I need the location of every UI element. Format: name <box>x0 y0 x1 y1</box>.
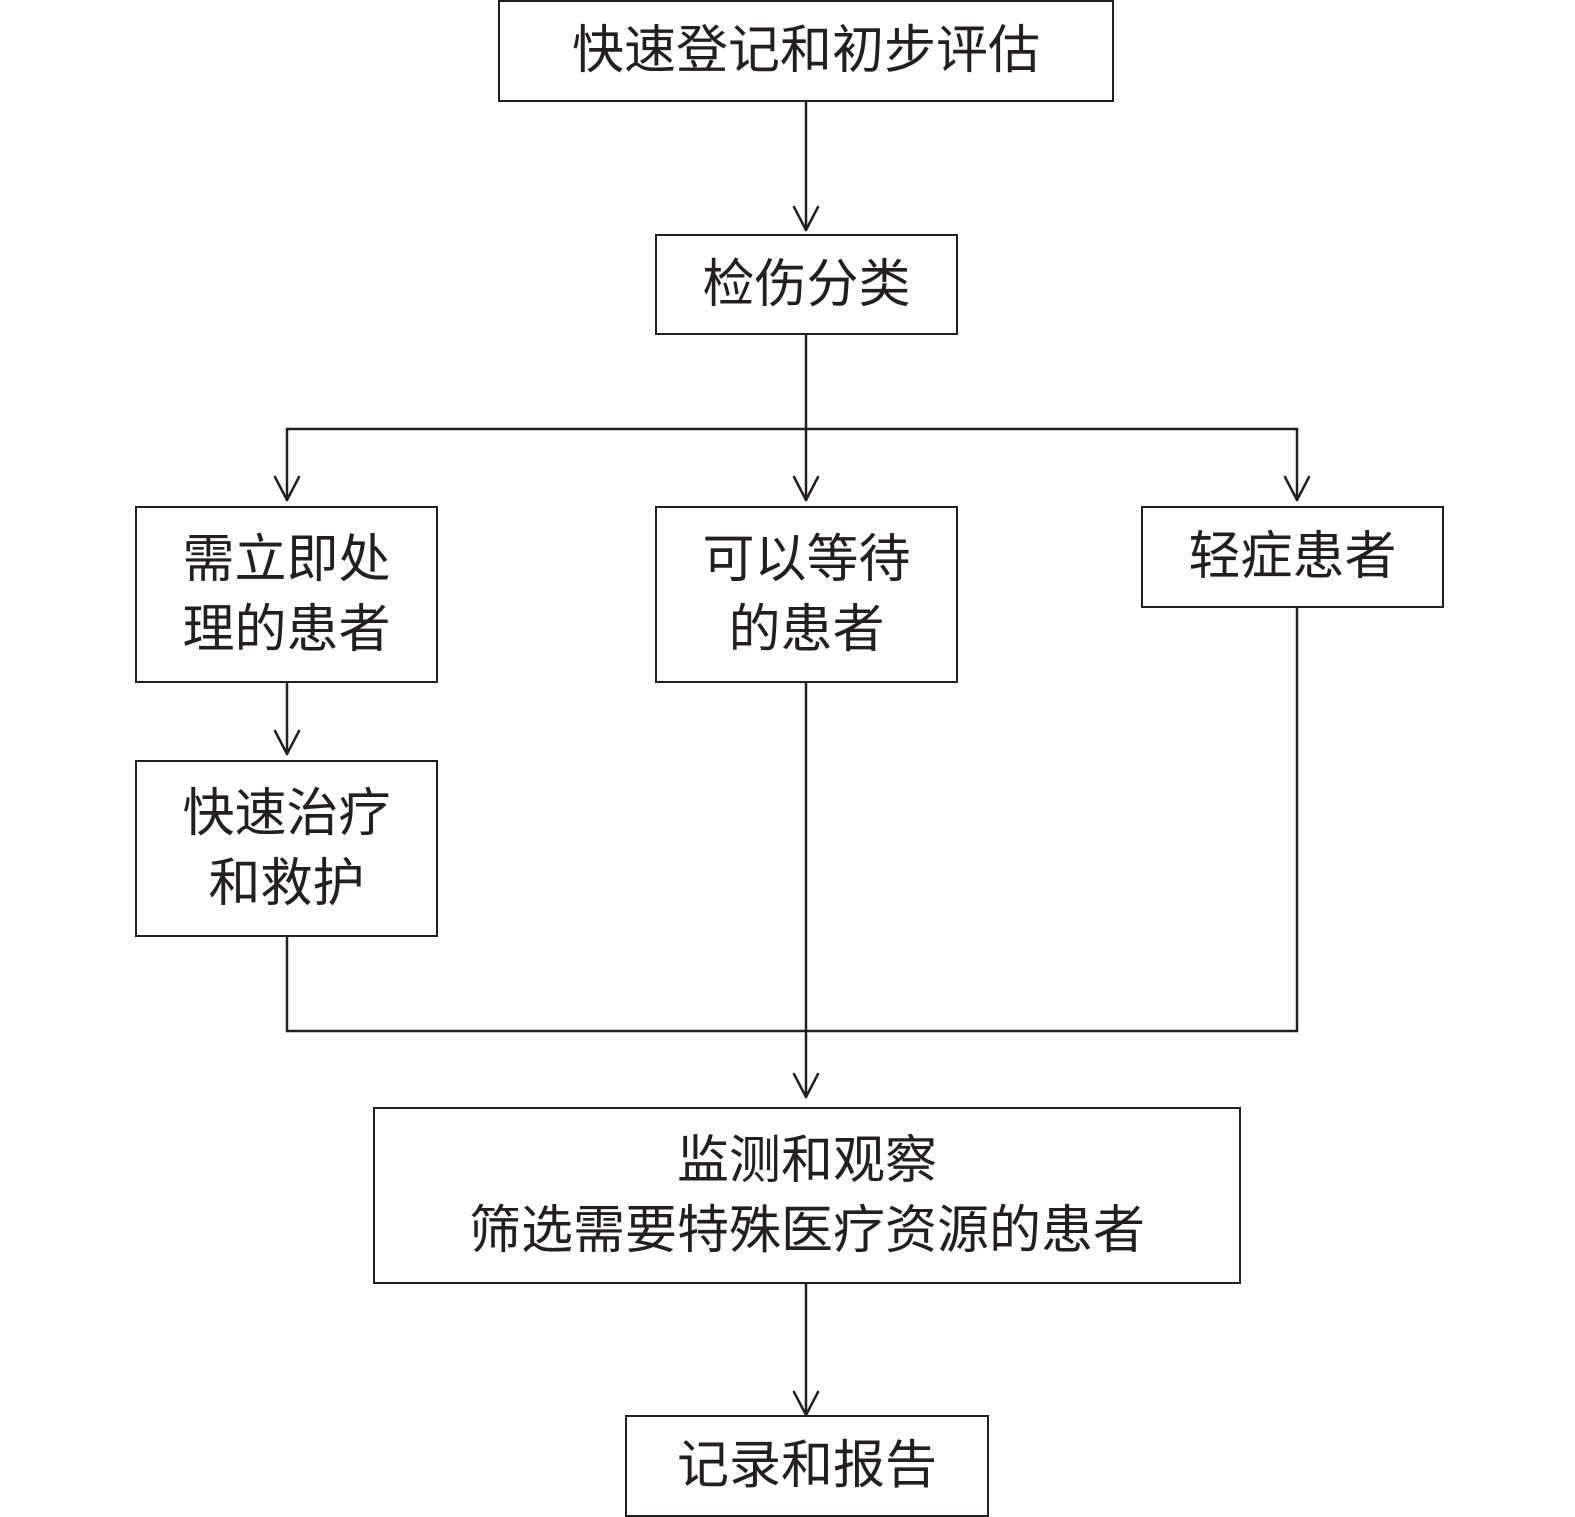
edge-triage-to-branches <box>285 331 1299 502</box>
edge-triage-to-minor <box>1283 427 1311 502</box>
edge-register-to-triage <box>792 99 820 232</box>
node-immediate: 需立即处 理的患者 <box>135 506 438 683</box>
node-wait-line-1: 可以等待 <box>702 529 911 590</box>
node-monitor-line-2: 筛选需要特殊医疗资源的患者 <box>468 1200 1145 1261</box>
edge-treat-to-merge <box>285 934 1299 1033</box>
node-register-line-1: 快速登记和初步评估 <box>571 21 1040 81</box>
node-wait: 可以等待 的患者 <box>655 506 958 683</box>
node-treat: 快速治疗 和救护 <box>135 760 438 937</box>
node-triage: 检伤分类 <box>655 234 958 335</box>
edge-immediate-to-treat <box>273 679 301 756</box>
node-wait-line-2: 的患者 <box>728 599 885 660</box>
node-monitor: 监测和观察 筛选需要特殊医疗资源的患者 <box>373 1107 1241 1284</box>
node-triage-line-1: 检伤分类 <box>702 254 911 315</box>
edge-wait-to-monitor <box>792 679 820 1099</box>
node-report-line-1: 记录和报告 <box>676 1436 937 1496</box>
node-minor-line-1: 轻症患者 <box>1188 527 1397 587</box>
node-register: 快速登记和初步评估 <box>498 0 1114 102</box>
node-immediate-line-2: 理的患者 <box>182 599 391 660</box>
node-treat-line-1: 快速治疗 <box>182 783 391 844</box>
node-treat-line-2: 和救护 <box>208 853 365 914</box>
edge-monitor-to-report <box>792 1281 820 1417</box>
node-monitor-line-1: 监测和观察 <box>676 1130 937 1191</box>
node-immediate-line-1: 需立即处 <box>182 529 391 590</box>
node-minor: 轻症患者 <box>1141 506 1444 608</box>
node-report: 记录和报告 <box>625 1415 989 1517</box>
edge-triage-to-immediate <box>273 427 301 502</box>
